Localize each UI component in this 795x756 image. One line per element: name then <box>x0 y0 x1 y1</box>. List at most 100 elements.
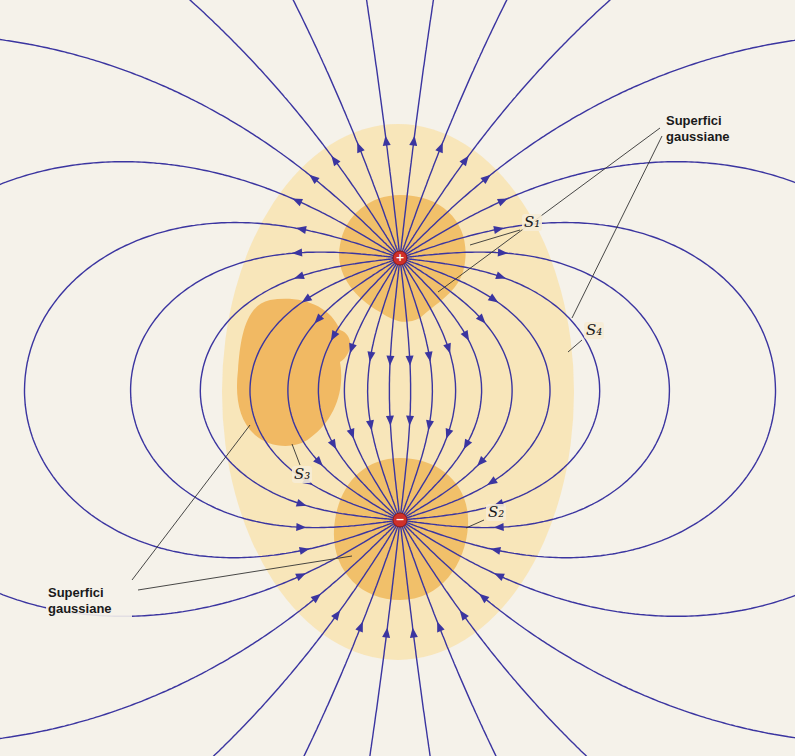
field-arrowhead <box>367 351 375 362</box>
field-arrowhead <box>302 294 313 303</box>
surface-label: S₁ <box>522 214 542 231</box>
field-line <box>288 261 396 517</box>
field-arrowhead <box>495 271 506 279</box>
field-line <box>0 162 396 256</box>
field-line <box>402 0 539 253</box>
field-arrowhead <box>296 226 307 234</box>
negative-charge <box>393 513 407 527</box>
field-arrowhead <box>331 330 339 341</box>
field-line <box>404 35 795 255</box>
leader-lines <box>132 128 662 590</box>
field-arrowhead <box>480 175 490 184</box>
field-arrowhead <box>349 343 357 354</box>
field-arrowhead <box>446 428 454 439</box>
charge-sign: + <box>393 251 407 265</box>
field-arrowhead <box>357 142 364 153</box>
field-line <box>405 223 776 558</box>
field-arrowhead <box>355 622 362 633</box>
field-arrowhead <box>331 610 340 620</box>
field-arrowhead <box>292 249 302 257</box>
field-line <box>261 0 398 253</box>
field-arrowhead <box>406 356 414 366</box>
leader-line <box>572 136 662 318</box>
field-arrowhead <box>459 156 468 166</box>
field-line <box>405 252 669 527</box>
field-line <box>0 35 397 255</box>
field-arrowhead <box>435 142 442 153</box>
field-line <box>404 162 795 256</box>
field-line <box>361 525 400 756</box>
field-line <box>403 0 684 254</box>
field-line <box>250 260 395 518</box>
positive-charge <box>393 251 407 265</box>
leader-line <box>470 230 520 245</box>
field-line <box>389 263 399 513</box>
field-arrowhead <box>292 199 303 207</box>
leader-line <box>568 340 582 352</box>
field-arrowhead <box>382 627 390 637</box>
field-arrowhead <box>409 136 417 146</box>
field-line <box>200 259 395 520</box>
field-arrowhead <box>443 343 451 354</box>
field-arrowhead <box>296 499 307 507</box>
field-arrowhead <box>383 136 391 146</box>
field-line <box>402 263 433 514</box>
charge-sign: − <box>393 513 407 527</box>
callout-note: Superfici gaussiane <box>46 584 132 617</box>
field-line <box>404 524 795 744</box>
field-arrowhead <box>299 547 310 555</box>
field-arrowhead <box>494 573 505 581</box>
field-arrowhead <box>331 156 340 166</box>
field-arrowhead <box>386 416 394 426</box>
field-line <box>318 262 396 516</box>
callout-note: Superfici gaussiane <box>664 112 750 145</box>
field-arrowhead <box>406 416 414 426</box>
field-arrowhead <box>497 199 508 207</box>
field-line <box>401 525 440 756</box>
field-arrowhead <box>296 523 306 531</box>
field-arrowhead <box>328 439 336 450</box>
leader-line <box>438 128 660 292</box>
field-line <box>401 0 443 253</box>
field-arrowhead <box>410 627 418 637</box>
field-arrowhead <box>461 330 469 341</box>
field-line <box>403 524 655 756</box>
surface-label: S₃ <box>292 466 312 483</box>
field-arrowhead <box>488 294 499 303</box>
field-line <box>0 523 396 617</box>
field-arrowhead <box>295 573 306 581</box>
leader-line <box>132 425 250 580</box>
field-arrowhead <box>313 456 323 466</box>
field-arrowhead <box>347 428 355 439</box>
field-arrowhead <box>494 523 504 531</box>
field-arrowhead <box>490 547 501 555</box>
field-arrowhead <box>311 594 321 603</box>
field-arrowhead <box>426 420 434 431</box>
field-line <box>357 0 399 253</box>
field-line <box>401 263 411 513</box>
field-arrowhead <box>464 439 472 450</box>
leader-line <box>292 444 300 465</box>
field-arrowhead <box>314 313 324 323</box>
field-arrowhead <box>498 249 508 257</box>
field-arrowhead <box>487 476 498 485</box>
leader-line <box>466 520 484 528</box>
field-arrowhead <box>437 622 444 633</box>
gaussian-surface-s4 <box>222 124 574 660</box>
surface-label: S₂ <box>486 504 506 521</box>
field-arrowhead <box>309 175 319 184</box>
field-line <box>117 0 398 254</box>
leader-line <box>138 556 352 590</box>
field-arrowhead <box>425 351 433 362</box>
field-line <box>131 252 395 527</box>
field-line <box>402 525 528 756</box>
field-arrowhead <box>366 420 374 431</box>
field-arrowhead <box>476 313 486 323</box>
field-line <box>273 525 399 756</box>
field-arrowhead <box>294 271 305 279</box>
field-line <box>405 259 600 520</box>
field-line <box>404 261 512 517</box>
field-line <box>404 523 795 617</box>
field-arrowhead <box>477 456 487 466</box>
